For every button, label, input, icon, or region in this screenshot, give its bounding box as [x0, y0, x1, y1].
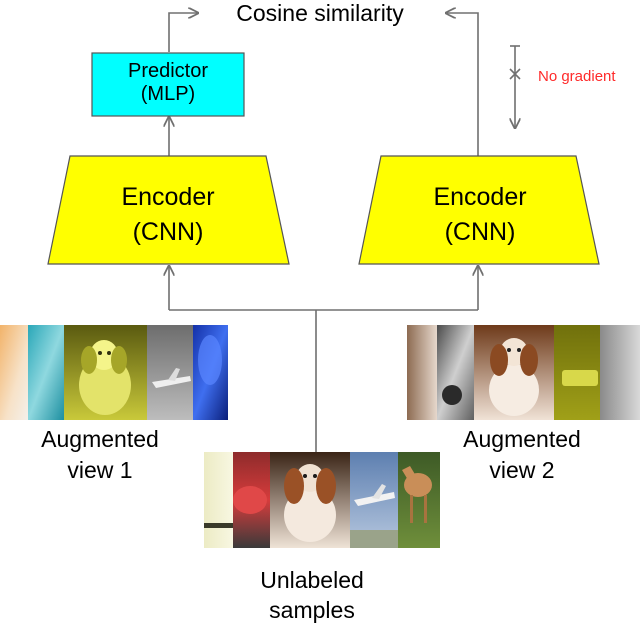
line-right-encoder-to-similarity: [446, 13, 479, 156]
encoder-left-shape: [47, 155, 290, 265]
image-cavalier-dog: [270, 452, 350, 548]
image-yellow-dog: [64, 325, 147, 420]
image-gray-bird: [600, 325, 640, 420]
augmented-view-1-line2: view 1: [67, 457, 133, 483]
image-pale-crop: [204, 452, 233, 548]
predictor-label-line1: Predictor: [127, 60, 209, 82]
augmented-view-1-images: [0, 325, 228, 420]
image-gray-airplane: [147, 325, 193, 420]
augmented-view-1-line1: Augmented: [41, 426, 159, 452]
encoder-right-label: Encoder (CNN): [380, 180, 580, 250]
image-car-crop: [437, 325, 474, 420]
image-cyan-crop: [28, 325, 64, 420]
image-brown-crop: [407, 325, 437, 420]
unlabeled-samples-line1: Unlabeled: [260, 567, 364, 593]
image-dog: [474, 325, 554, 420]
augmented-view-1-label: Augmented view 1: [0, 424, 200, 486]
augmented-view-2-line2: view 2: [489, 457, 555, 483]
unlabeled-samples-label: Unlabeled samples: [200, 565, 424, 625]
stop-gradient-cross-icon: [509, 68, 521, 80]
predictor-label: Predictor (MLP): [92, 60, 244, 106]
predictor-box: [91, 52, 245, 117]
image-red-car: [233, 452, 270, 548]
no-gradient-label: No gradient: [538, 68, 616, 85]
augmented-view-2-images: [407, 325, 640, 420]
encoder-left-label-line2: (CNN): [132, 218, 204, 246]
image-airplane: [350, 452, 398, 548]
encoder-right-shape: [358, 155, 600, 265]
unlabeled-samples-line2: samples: [269, 597, 355, 623]
image-horse: [398, 452, 440, 548]
connectors: [169, 13, 520, 455]
image-blue-crop: [193, 325, 228, 420]
encoder-left-label: Encoder (CNN): [68, 180, 268, 250]
unlabeled-sample-images: [204, 452, 440, 548]
encoder-right-label-line2: (CNN): [444, 218, 516, 246]
image-olive-truck: [554, 325, 600, 420]
augmented-view-2-line1: Augmented: [463, 426, 581, 452]
encoder-right-label-line1: Encoder: [433, 183, 527, 211]
cosine-similarity-label: Cosine similarity: [236, 0, 404, 26]
image-orange-crop: [0, 325, 28, 420]
encoder-left-label-line1: Encoder: [121, 183, 215, 211]
augmented-view-2-label: Augmented view 2: [422, 424, 622, 486]
predictor-label-line2: (MLP): [140, 83, 196, 105]
arrow-predictor-to-similarity: [168, 13, 198, 52]
